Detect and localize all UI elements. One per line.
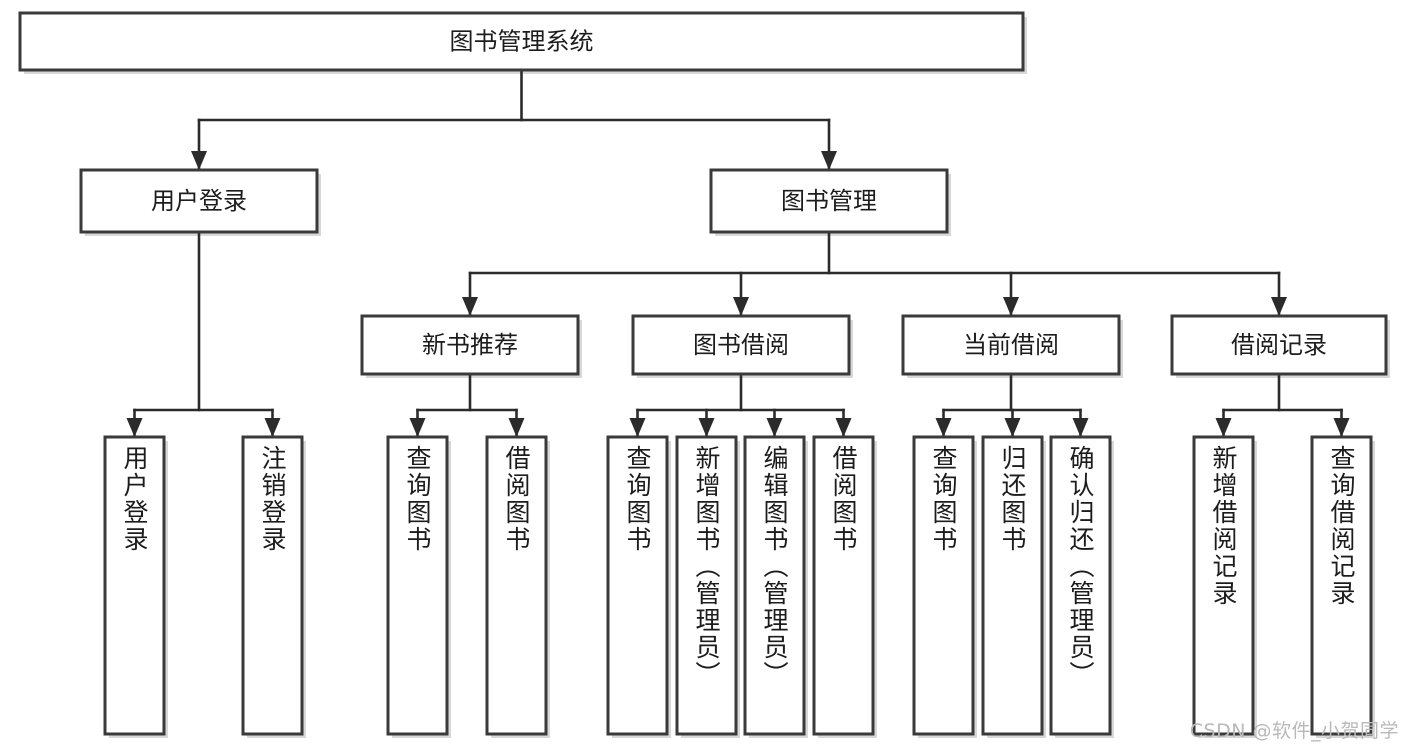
- node-box-borrow-record[interactable]: [1170, 314, 1388, 376]
- connector-arrowhead: [935, 418, 952, 437]
- node-label-user-login: 用户登录: [151, 187, 247, 215]
- connector-arrowhead: [698, 418, 715, 437]
- connector-arrowhead: [508, 418, 525, 437]
- node-label-book-borrow: 图书借阅: [693, 331, 789, 359]
- connector-arrowhead: [462, 297, 478, 316]
- node-box-book-manage[interactable]: [709, 168, 949, 234]
- connector-arrowhead: [1072, 418, 1089, 437]
- connector-arrowhead: [1215, 418, 1232, 437]
- node-box-book-borrow[interactable]: [631, 314, 851, 376]
- node-box-leaf-query-book-borrow[interactable]: [606, 435, 669, 736]
- node-label-book-manage: 图书管理: [781, 187, 877, 215]
- connector-arrowhead: [629, 418, 646, 437]
- node-box-leaf-return-book[interactable]: [981, 435, 1044, 736]
- connector-arrowhead: [264, 418, 281, 437]
- connector-arrowhead: [1003, 297, 1019, 316]
- connector-arrowhead: [1004, 418, 1021, 437]
- node-box-current-borrow[interactable]: [901, 314, 1121, 376]
- node-box-leaf-add-record[interactable]: [1192, 435, 1255, 736]
- node-box-leaf-query-book-current[interactable]: [912, 435, 975, 736]
- node-label-borrow-record: 借阅记录: [1231, 331, 1327, 359]
- connector-arrowhead: [191, 151, 207, 170]
- connector-arrowhead: [733, 297, 749, 316]
- node-box-leaf-borrow-book[interactable]: [812, 435, 875, 736]
- node-box-user-login[interactable]: [79, 168, 319, 234]
- node-box-leaf-logout-login[interactable]: [241, 435, 304, 736]
- node-label-current-borrow: 当前借阅: [963, 331, 1059, 359]
- connector-arrowhead: [1333, 418, 1350, 437]
- watermark-text: CSDN @软件_小贺同学: [1189, 720, 1399, 742]
- connector-arrowhead: [766, 418, 783, 437]
- node-box-leaf-query-record[interactable]: [1310, 435, 1373, 736]
- connector-arrowhead: [835, 418, 852, 437]
- node-box-leaf-confirm-return[interactable]: [1049, 435, 1112, 736]
- node-box-root[interactable]: [18, 11, 1025, 72]
- connector-arrowhead: [821, 151, 837, 170]
- node-box-leaf-query-book-rec[interactable]: [386, 435, 449, 736]
- node-label-new-book-rec: 新书推荐: [422, 331, 518, 359]
- node-box-leaf-edit-book[interactable]: [743, 435, 806, 736]
- node-box-layer: [18, 11, 1388, 736]
- node-box-leaf-add-book[interactable]: [675, 435, 738, 736]
- node-box-new-book-rec[interactable]: [360, 314, 580, 376]
- node-box-leaf-user-login[interactable]: [103, 435, 166, 736]
- node-label-root: 图书管理系统: [450, 28, 594, 56]
- connector-arrowhead: [126, 418, 143, 437]
- node-box-leaf-borrow-book-rec[interactable]: [485, 435, 548, 736]
- connector-arrowhead: [409, 418, 426, 437]
- connector-arrowhead: [1271, 297, 1287, 316]
- connector-layer: [126, 68, 1350, 437]
